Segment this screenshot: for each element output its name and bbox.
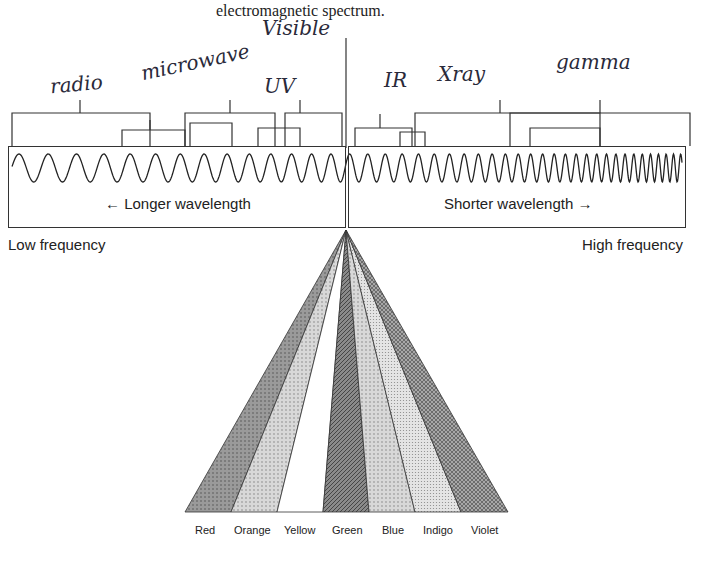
band-name: Xray [438, 62, 485, 86]
range-bracket [355, 114, 412, 146]
range-bracket [415, 100, 600, 146]
range-bracket [510, 100, 690, 146]
range-bracket [122, 120, 185, 146]
band-name: IR [384, 68, 407, 92]
range-bracket [185, 100, 275, 146]
color-name: Green [332, 524, 363, 536]
color-name: Blue [382, 524, 404, 536]
color-name: Red [195, 524, 215, 536]
color-name: Yellow [284, 524, 315, 536]
band-name: microwave [139, 39, 252, 85]
range-bracket [285, 100, 342, 146]
wavelength-caption: ← Longer wavelength [102, 195, 254, 212]
range-bracket [258, 128, 300, 146]
band-name: Visible [262, 16, 330, 40]
color-name: Indigo [423, 524, 453, 536]
range-bracket [530, 128, 600, 146]
wave-band-box: ← Longer wavelength [8, 146, 346, 228]
wavelength-caption: Shorter wavelength → [441, 195, 595, 212]
range-bracket [190, 123, 232, 146]
wave-band-box: Shorter wavelength → [348, 146, 686, 228]
band-name: gamma [556, 50, 631, 74]
range-bracket [400, 132, 425, 146]
axis-note: High frequency [582, 236, 683, 253]
color-name: Orange [234, 524, 271, 536]
band-name: radio [49, 70, 104, 99]
band-name: UV [264, 74, 295, 98]
color-name: Violet [471, 524, 498, 536]
axis-note: Low frequency [8, 236, 106, 253]
range-bracket [12, 100, 150, 146]
